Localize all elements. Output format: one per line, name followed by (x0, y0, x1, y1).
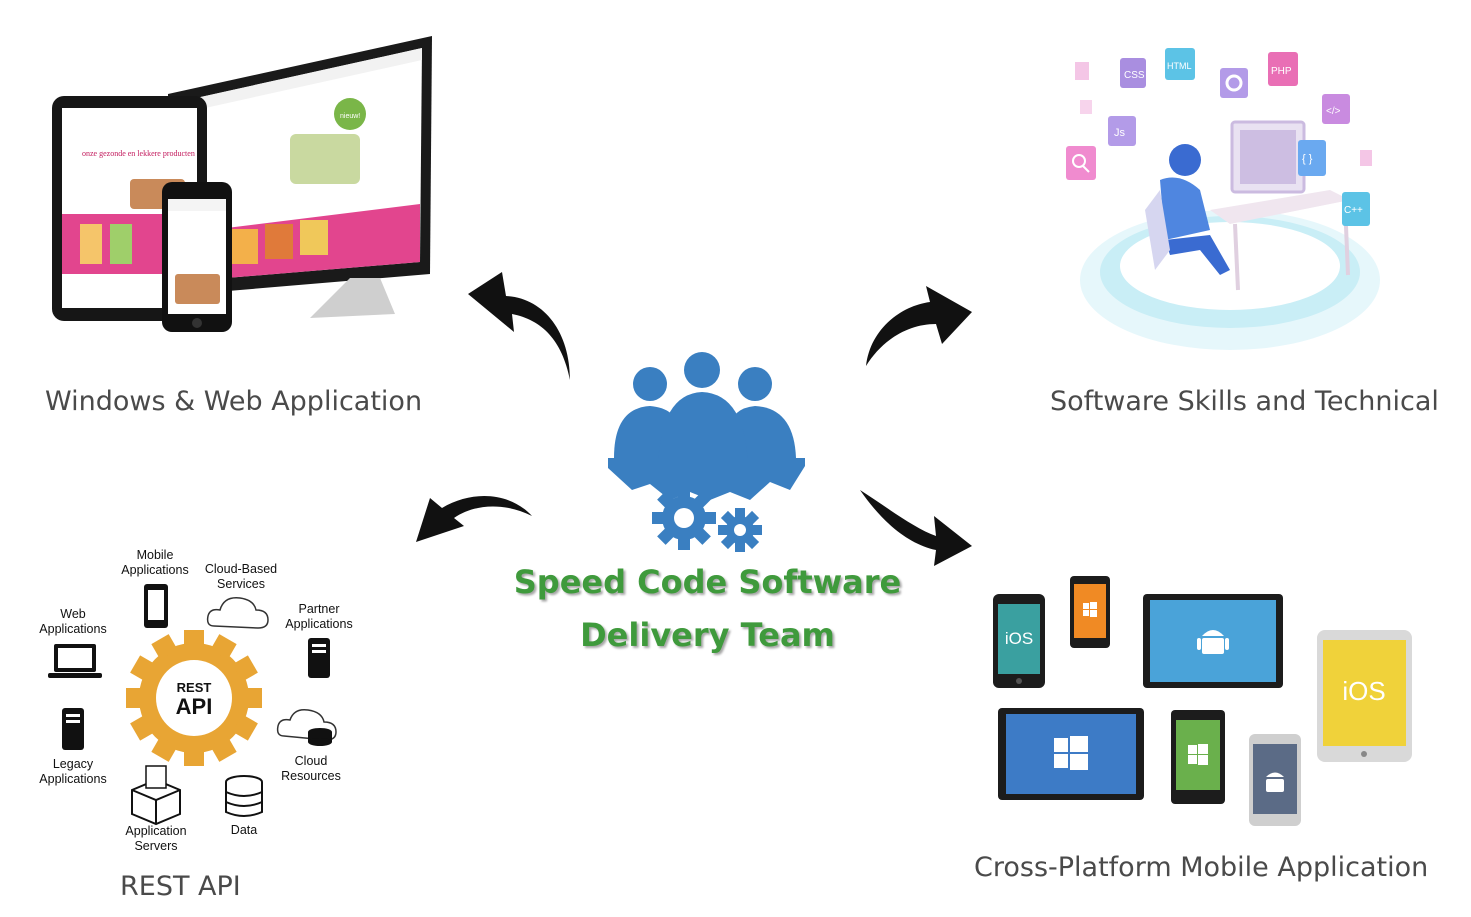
legacy-label-2: Applications (39, 772, 106, 786)
phone-device (162, 182, 232, 332)
code-tag: </> (1322, 94, 1350, 124)
php-tag: PHP (1268, 52, 1298, 86)
app-servers-label-1: Application (125, 824, 186, 838)
web-label-2: Applications (39, 622, 106, 636)
team-gears-icon (608, 352, 805, 552)
css-tag: CSS (1120, 58, 1146, 88)
cloud-label-1: Cloud (295, 754, 328, 768)
legacy-label-1: Legacy (53, 757, 94, 771)
html-tag: HTML (1165, 48, 1195, 80)
database-icon (225, 775, 263, 817)
cloud-database-icon (276, 708, 337, 746)
svg-text:REST: REST (177, 680, 212, 695)
desktop-monitor: nieuw! (168, 36, 432, 318)
arrow-to-bottom-right (860, 490, 972, 566)
cloud-icon (206, 597, 269, 629)
caption-software-skills: Software Skills and Technical (1050, 386, 1439, 417)
cpp-tag: C++ (1342, 192, 1370, 226)
gear-tag (1220, 68, 1248, 98)
caption-rest-api: REST API (120, 871, 241, 902)
caption-cross-platform: Cross-Platform Mobile Application (974, 852, 1429, 883)
braces-tag: { } (1298, 140, 1326, 176)
team-title-line2: Delivery Team (580, 616, 835, 654)
android-phone (1249, 734, 1301, 826)
svg-text:iOS: iOS (1342, 676, 1385, 706)
svg-text:</>: </> (1326, 106, 1341, 117)
cloud-based-label-1: Cloud-Based (205, 562, 277, 576)
data-label: Data (231, 823, 257, 837)
app-servers-label-2: Servers (134, 839, 177, 853)
laptop-icon (48, 644, 102, 678)
web-heading: onze gezonde en lekkere producten (82, 149, 195, 158)
ios-phone-device: iOS (993, 594, 1045, 688)
web-devices-illustration: nieuw! onze gezonde en lekkere producten (52, 36, 432, 332)
svg-text:PHP: PHP (1271, 66, 1292, 77)
cross-platform-devices: iOS iOS (993, 576, 1412, 826)
mobile-phone-icon (144, 584, 168, 628)
web-label-1: Web (60, 607, 86, 621)
app-server-box-icon (131, 765, 181, 826)
android-tablet (1143, 594, 1283, 688)
rest-api-gear-icon: REST API (126, 630, 262, 766)
svg-text:HTML: HTML (1167, 61, 1192, 71)
svg-text:API: API (176, 694, 213, 719)
js-tag: Js (1108, 116, 1136, 146)
windows-phone-green (1171, 710, 1225, 804)
windows-phone-orange (1070, 576, 1110, 648)
search-tag (1066, 146, 1096, 180)
arrow-to-top-right (866, 286, 972, 366)
cloud-label-2: Resources (281, 769, 341, 783)
arrow-to-top-left (468, 272, 570, 380)
developer-illustration: CSS HTML PHP Js </> { } C++ (1066, 48, 1380, 350)
svg-text:C++: C++ (1344, 205, 1363, 216)
partner-label-1: Partner (299, 602, 340, 616)
new-badge: nieuw! (340, 113, 360, 120)
arrow-to-bottom-left (416, 496, 532, 542)
team-title-line1: Speed Code Software (513, 563, 902, 601)
svg-text:CSS: CSS (1124, 70, 1145, 81)
partner-server-icon (308, 638, 330, 678)
caption-windows-web: Windows & Web Application (45, 386, 423, 417)
legacy-server-icon (62, 708, 84, 750)
cloud-based-label-2: Services (217, 577, 265, 591)
svg-text:Js: Js (1114, 127, 1126, 139)
ios-tablet-device: iOS (1317, 630, 1412, 762)
rest-api-diagram: REST API Mobile Applications Cloud-Based… (39, 548, 352, 853)
mobile-label-2: Applications (121, 563, 188, 577)
svg-text:{ }: { } (1302, 153, 1313, 165)
windows-tablet (998, 708, 1144, 800)
partner-label-2: Applications (285, 617, 352, 631)
svg-text:iOS: iOS (1005, 629, 1033, 648)
mobile-label-1: Mobile (137, 548, 174, 562)
